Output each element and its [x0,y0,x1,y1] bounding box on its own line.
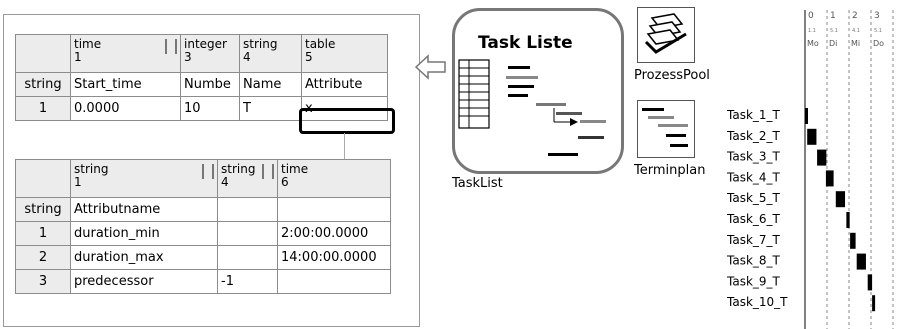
arrow-left-icon [414,54,446,80]
task-label: Task_10_T [726,295,788,309]
column-resize-handle[interactable] [202,164,214,179]
table-cell[interactable] [217,197,278,222]
task-list-icon [458,59,606,156]
row-index: 1 [15,96,71,121]
task-bar [846,212,850,228]
row-index: 3 [15,269,71,294]
day-name-label: Di [829,39,837,48]
day-name-label: Mi [851,39,860,48]
task-label: Task_5_T [726,191,781,205]
row-type-label: string [15,197,71,222]
date-label: 1.1 [808,28,816,34]
day-number-label: 1 [830,11,836,21]
table-row: 2 duration_max 14:00:00.0000 [15,245,391,270]
table-cell[interactable]: Start_time [70,72,181,97]
task-label: Task_6_T [726,212,781,226]
task-label: Task_4_T [726,170,781,184]
table-cell[interactable]: T [239,96,302,121]
task-label: Task_7_T [726,233,781,247]
table-cell[interactable]: Attributname [70,197,218,222]
table-cell[interactable]: -1 [217,269,278,294]
task-label: Task_3_T [726,150,781,164]
task-bar [807,128,817,145]
table-row: 1 0.0000 10 T x [15,96,388,121]
table-row: string Start_time Numbe Name Attribute [15,72,388,97]
date-label: 5.1 [830,28,838,34]
task-bar [817,149,827,166]
day-number-label: 2 [852,11,858,21]
task-label: Task_9_T [726,274,781,288]
table-cell[interactable] [277,197,391,222]
corner-cell [15,159,71,198]
table-cell[interactable] [277,269,391,294]
task-label: Task_2_T [726,129,781,143]
terminplan-caption: Terminplan [634,163,706,178]
terminplan-icon [642,108,688,147]
task-bar [805,108,808,124]
task-bar [850,232,856,249]
task-bar [867,274,873,291]
date-label: 5.1 [874,28,882,34]
prozess-pool-caption: ProzessPool [634,68,710,83]
task-label: Task_8_T [726,254,781,268]
table-cell[interactable]: 0.0000 [70,96,181,121]
gantt-area [804,7,904,329]
corner-cell [15,34,71,73]
table-cell[interactable]: duration_min [70,221,218,246]
table-cell[interactable]: 14:00:00.0000 [277,245,391,270]
row-index: 1 [15,221,71,246]
table-cell[interactable] [217,221,278,246]
task-label: Task_1_T [726,108,781,122]
row-index: 2 [15,245,71,270]
table-cell[interactable] [217,245,278,270]
table-cell[interactable]: Numbe [180,72,240,97]
table-cell[interactable]: Attribute [301,72,388,97]
process-pool-icon [644,13,687,54]
table-row: 1 duration_min 2:00:00.0000 [15,221,391,246]
column-resize-handle[interactable] [262,164,274,179]
task-bar [825,170,834,187]
task-bar [872,295,876,312]
task-bar [835,191,846,208]
table-cell[interactable]: 10 [180,96,240,121]
row-type-label: string [15,72,71,97]
task-list-caption: TaskList [452,176,503,191]
column-resize-handle[interactable] [165,39,177,54]
table-cell[interactable]: duration_max [70,245,218,270]
day-name-label: Do [873,39,884,48]
table-row: 3 predecessor -1 [15,269,391,294]
table-row: string Attributname [15,197,391,222]
subtable-connector [344,133,345,159]
day-name-label: Mo [807,39,819,48]
selected-cell-outline [299,108,395,134]
table-cell[interactable]: Name [239,72,302,97]
day-number-label: 3 [874,11,880,21]
table-cell[interactable]: predecessor [70,269,218,294]
table-cell[interactable]: 2:00:00.0000 [277,221,391,246]
task-list-title: Task Liste [478,33,573,53]
date-label: 4.1 [852,28,860,34]
task-bar [856,253,866,270]
day-number-label: 0 [808,11,814,21]
